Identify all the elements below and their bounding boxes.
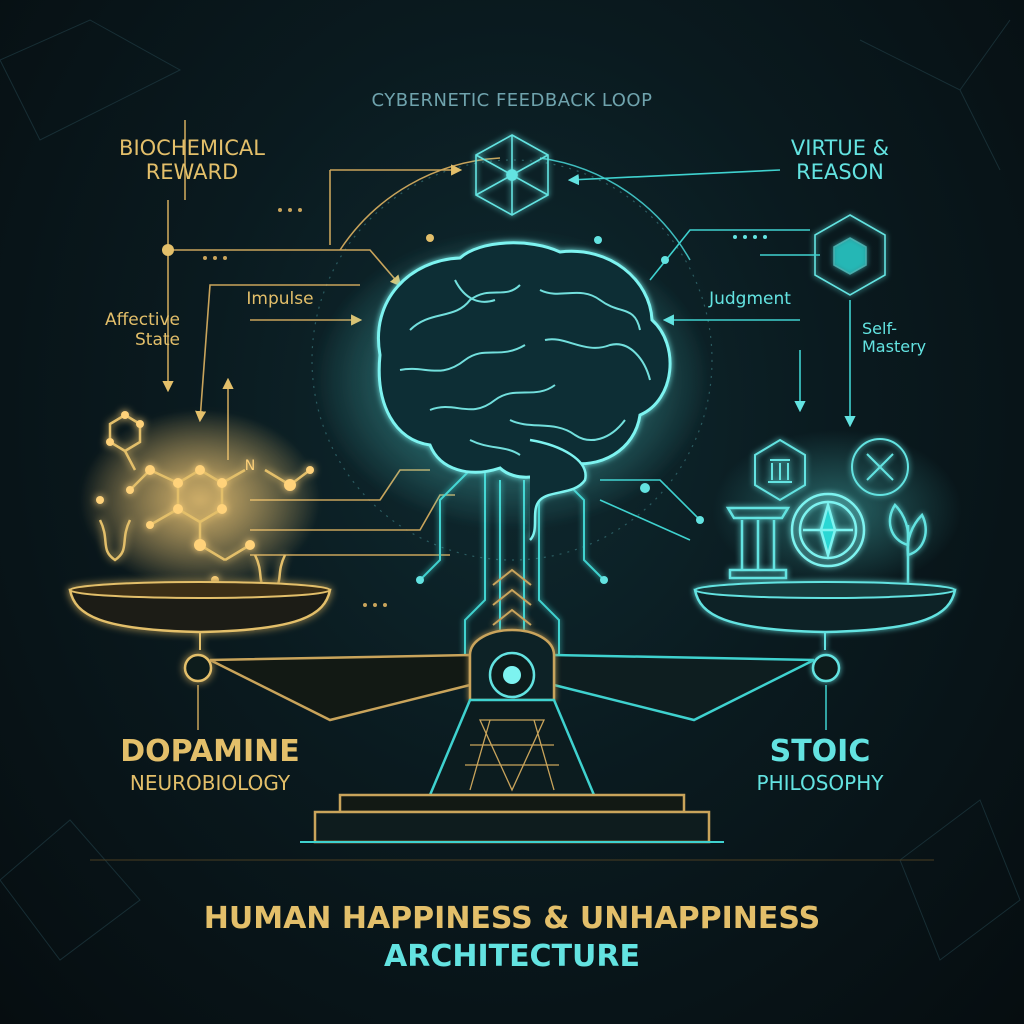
balance-scale-icon [90,628,934,861]
left-tick-lines [197,685,827,730]
connector-nodes [162,234,704,584]
virtue-reason-line-2: REASON [796,160,884,185]
crossed-swords-icon [851,438,909,496]
affective-state-label: Affective State [50,310,180,350]
impulse-label: Impulse [246,289,314,309]
neurobiology-subtitle: NEUROBIOLOGY [129,771,291,795]
footer-title-line-1: HUMAN HAPPINESS & UNHAPPINESS [203,901,821,936]
biochemical-reward-label: BIOCHEMICAL REWARD [92,136,292,184]
virtue-reason-line-1: VIRTUE & [790,136,890,160]
compass-icon [790,492,866,568]
dopamine-title: DOPAMINE [120,734,300,769]
network-cube-icon [475,134,549,216]
virtue-reason-label: VIRTUE & REASON [740,136,940,184]
right-icon-panel [712,430,962,590]
right-scale-pan [693,581,957,683]
affective-state-line-2: State [135,329,180,350]
biochemical-reward-line-1: BIOCHEMICAL [119,136,265,160]
self-mastery-line-2: Mastery [862,337,927,357]
stoic-title: STOIC [769,734,871,769]
plant-icon [888,503,927,585]
affective-state-line-1: Affective [104,310,180,330]
molecule-icon: N [80,410,320,592]
svg-text:N: N [245,458,255,474]
footer-title-line-2: ARCHITECTURE [384,939,640,974]
brain-icon [312,230,712,541]
philosophy-subtitle: PHILOSOPHY [756,771,884,795]
self-mastery-line-1: Self- [862,319,897,338]
self-mastery-label: Self- Mastery [862,319,982,357]
hexagon-pillar-icon [754,438,806,502]
hexagon-node-icon [814,214,886,296]
background-network [0,19,1021,961]
judgment-label: Judgment [709,289,791,309]
pillar-icon [725,506,791,580]
left-scale-pan [68,581,332,683]
dot-details [203,208,767,607]
biochemical-reward-line-2: REWARD [145,160,239,185]
diagram-title: CYBERNETIC FEEDBACK LOOP [371,90,653,111]
